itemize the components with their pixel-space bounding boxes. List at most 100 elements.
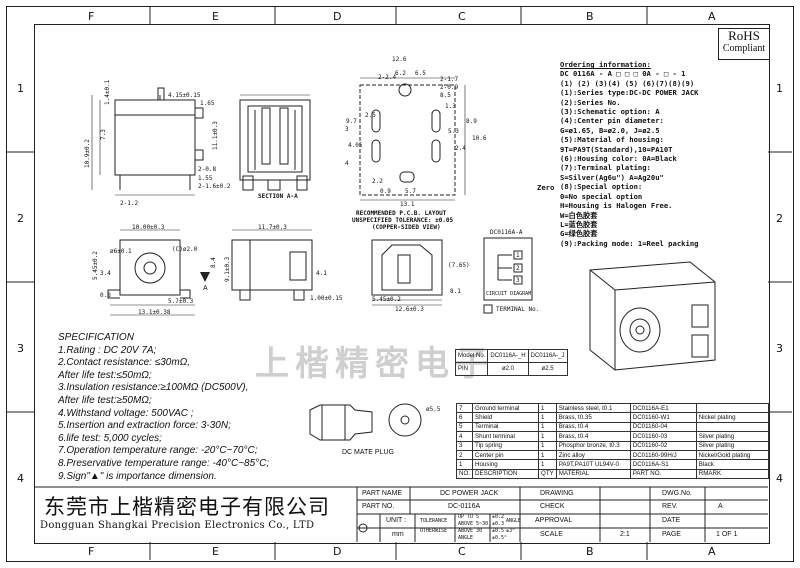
zone-row-label: 4 bbox=[776, 472, 783, 485]
zone-col-label: E bbox=[212, 545, 219, 558]
table-cell: Nickel plating bbox=[695, 412, 770, 423]
dimension-label: 1.65 bbox=[200, 100, 215, 107]
company-name-cn: 东莞市上楷精密电子有限公司 bbox=[44, 495, 330, 519]
dimension-label: 12.6 bbox=[392, 56, 407, 63]
drawing-inner-frame bbox=[34, 24, 770, 544]
table-cell: Center pin bbox=[472, 449, 540, 461]
table-cell: PIN bbox=[454, 362, 489, 376]
rohs-badge: RoHS Compliant bbox=[718, 28, 770, 60]
dimension-label: 6.5 bbox=[415, 70, 426, 77]
table-cell: 1 bbox=[538, 431, 557, 442]
table-row: PIN ø2.0 ø2.5 bbox=[454, 362, 568, 376]
table-cell: DC01160-04 bbox=[629, 421, 697, 433]
zone-row-label: 3 bbox=[776, 342, 783, 355]
dimension-label: 10.00±0.3 bbox=[132, 224, 165, 231]
zone-row-label: 4 bbox=[17, 472, 24, 485]
table-cell: DC0116A-S1 bbox=[629, 459, 697, 470]
table-cell bbox=[695, 402, 770, 414]
table-cell: DC01160-03 bbox=[629, 431, 697, 442]
ordering-information: Ordering information: DC 0116A - A □ □ □… bbox=[560, 60, 698, 248]
table-row: Model No. DC0116A-_H DC0116A-_J bbox=[454, 349, 568, 363]
table-header-cell: PART NO. bbox=[629, 468, 697, 480]
dimension-label: 1.00±0.15 bbox=[310, 295, 343, 302]
zero-note: Zero bbox=[537, 183, 555, 192]
specification-title: SPECIFICATION bbox=[58, 332, 134, 343]
dimension-label: 1.3 bbox=[445, 103, 456, 110]
rev-value: A bbox=[718, 503, 723, 510]
table-cell: Tip spring bbox=[472, 440, 540, 451]
pcb-layout-view: (COPPER-SIDED VIEW) bbox=[372, 224, 441, 231]
ordering-line: W=白色胶套 bbox=[560, 210, 598, 220]
rev-label: REV. bbox=[662, 503, 678, 510]
dimension-label: 2-0.9 bbox=[440, 84, 459, 91]
table-cell: DC01160-02 bbox=[629, 440, 697, 451]
table-cell: Brass, t0.4 bbox=[555, 421, 631, 433]
dimension-label: 2-0.8 bbox=[198, 166, 217, 173]
specification-block: SPECIFICATION 1.Rating : DC 20V 7A; 2.Co… bbox=[58, 332, 269, 483]
dimension-label: 2.4 bbox=[455, 145, 466, 152]
table-cell: Stainless steel, t0.1 bbox=[555, 402, 631, 414]
table-cell: Model No. bbox=[454, 349, 489, 363]
zone-col-label: B bbox=[586, 10, 594, 23]
dimension-label: 5.45±0.2 bbox=[92, 251, 99, 280]
company-name-en: Dongguan Shangkai Precision Electronics … bbox=[40, 520, 315, 531]
table-cell: DC01160-99H/J bbox=[629, 449, 697, 461]
table-header-cell: DESCRIPTION bbox=[472, 468, 540, 480]
spec-line: 7.Operation temperature range: -20°C~70°… bbox=[58, 445, 258, 457]
model-table: Model No. DC0116A-_H DC0116A-_J PIN ø2.0… bbox=[454, 349, 568, 376]
dimension-label: 6.2 bbox=[395, 70, 406, 77]
table-cell: Black bbox=[695, 459, 770, 470]
dimension-label: 10.9±0.2 bbox=[84, 139, 91, 168]
spec-line: 4.Withstand voltage: 500VAC ; bbox=[58, 407, 194, 419]
table-cell: 1 bbox=[538, 440, 557, 451]
ordering-line: G=绿色胶套 bbox=[560, 229, 598, 239]
pcb-layout-title: RECOMMENDED P.C.B. LAYOUT bbox=[356, 210, 447, 217]
table-cell: 3 bbox=[455, 440, 474, 451]
tolerance-otherwise: OTHERWISE bbox=[420, 528, 448, 534]
company-watermark: 上楷精密电子 bbox=[255, 344, 495, 384]
zone-row-label: 2 bbox=[17, 212, 24, 225]
dimension-label: 8.1 bbox=[450, 288, 461, 295]
table-cell: 6 bbox=[455, 412, 474, 423]
terminal-number: 1 bbox=[516, 252, 520, 259]
spec-line: 9.Sign"▲" is importance dimension. bbox=[58, 470, 217, 482]
scale-value: 2:1 bbox=[620, 531, 630, 538]
ordering-line: (3):Schematic option: A bbox=[560, 107, 660, 117]
zone-row-label: 3 bbox=[17, 342, 24, 355]
section-marker: A bbox=[203, 285, 208, 292]
table-cell: 7 bbox=[455, 402, 474, 414]
zone-col-label: F bbox=[88, 545, 95, 558]
dimension-label: 4 bbox=[345, 160, 349, 167]
dimension-label: 13.1 bbox=[400, 201, 415, 208]
rohs-title: RoHS bbox=[728, 28, 760, 43]
tolerance-range: UP TO 5 bbox=[458, 514, 480, 520]
page-label: PAGE bbox=[662, 531, 681, 538]
dimension-label: 3.4 bbox=[100, 270, 111, 277]
circuit-title: DC0116A-A bbox=[490, 229, 523, 236]
ordering-line: (6):Housing color: 0A=Black bbox=[560, 154, 677, 164]
rohs-subtitle: Compliant bbox=[722, 43, 766, 54]
check-label: CHECK bbox=[540, 503, 565, 510]
angle-label: ANGLE bbox=[506, 518, 522, 524]
table-cell: Silver plating bbox=[695, 440, 770, 451]
ordering-line: 9T=PA9T(Standard),10=PA10T bbox=[560, 144, 673, 154]
table-cell: Brass, t0.35 bbox=[555, 412, 631, 423]
spec-line: 1.Rating : DC 20V 7A; bbox=[58, 344, 157, 356]
table-header-cell: MATERIAL bbox=[555, 468, 631, 480]
page-value: 1 OF 1 bbox=[716, 531, 738, 538]
dwg-no-label: DWG.No. bbox=[662, 490, 692, 497]
dimension-label: 2.5 bbox=[365, 112, 376, 119]
dimension-label: 2.2 bbox=[372, 178, 383, 185]
zone-col-label: D bbox=[333, 10, 342, 23]
tolerance-value: ±0.5 bbox=[492, 528, 505, 534]
dimension-label: 5.45±0.2 bbox=[372, 296, 401, 303]
dimension-label: 10.6 bbox=[472, 135, 487, 142]
table-cell: 1 bbox=[455, 459, 474, 470]
ordering-code: DC 0116A - A □ □ □ 0A - □ - 1 bbox=[560, 69, 686, 79]
tolerance-value: ±0.2 bbox=[492, 514, 505, 520]
ordering-line: (9):Packing mode: 1=Reel packing bbox=[560, 238, 699, 248]
